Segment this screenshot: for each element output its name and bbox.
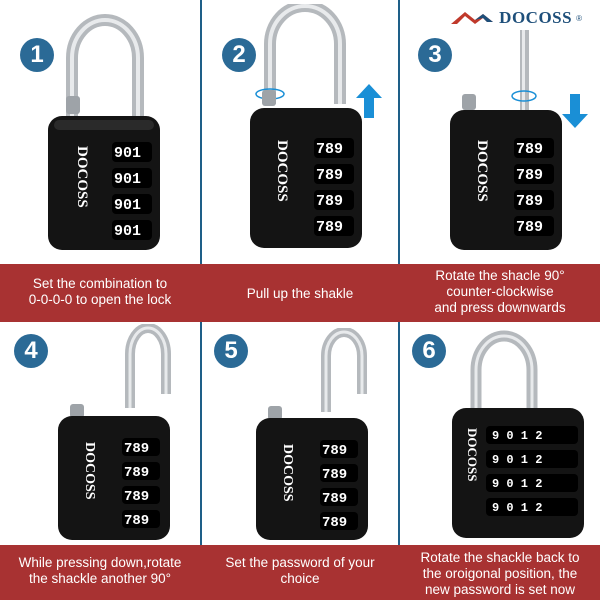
svg-text:901: 901 [114,171,141,188]
svg-text:9 0 1 2: 9 0 1 2 [492,501,542,515]
svg-text:901: 901 [114,223,141,240]
svg-text:789: 789 [316,219,343,236]
padlock-open-icon: DOCOSS 789 789 789 789 [256,328,368,540]
svg-text:789: 789 [316,167,343,184]
svg-text:901: 901 [114,145,141,162]
padlock-closed-icon: DOCOSS 901 901 901 901 [48,14,160,250]
svg-text:789: 789 [124,441,149,457]
svg-text:789: 789 [516,167,543,184]
svg-text:789: 789 [516,141,543,158]
svg-text:789: 789 [322,515,347,531]
padlock-closed-icon: DOCOSS 9 0 1 2 9 0 1 2 9 0 1 2 9 0 1 2 [452,330,584,538]
step-caption: Rotate the shackle back to the oroigonal… [420,550,580,597]
registered-mark: ® [576,13,582,23]
lock-brand-text: DOCOSS [74,146,90,208]
svg-text:DOCOSS: DOCOSS [280,444,295,502]
caption-bar [0,264,600,322]
svg-text:9 0 1 2: 9 0 1 2 [492,453,542,467]
svg-text:DOCOSS: DOCOSS [82,442,97,500]
padlock-rotated-icon: DOCOSS 789 789 789 789 [450,30,562,250]
step-caption: Pull up the shakle [246,286,354,301]
svg-text:9 0 1 2: 9 0 1 2 [492,429,542,443]
svg-text:789: 789 [316,141,343,158]
svg-text:DOCOSS: DOCOSS [474,140,490,202]
svg-text:DOCOSS: DOCOSS [274,140,290,202]
svg-text:901: 901 [114,197,141,214]
house-roof-icon [451,12,494,24]
svg-text:789: 789 [516,219,543,236]
step-caption: Set the combination to 0-0-0-0 to open t… [28,276,172,307]
svg-text:789: 789 [322,467,347,483]
brand-name: DOCOSS [499,8,573,27]
svg-text:DOCOSS: DOCOSS [465,428,480,481]
svg-text:9 0 1 2: 9 0 1 2 [492,477,542,491]
padlock-shackle-up-icon: DOCOSS 789 789 789 789 [250,4,362,248]
arrow-up-icon [356,84,382,118]
svg-text:789: 789 [124,489,149,505]
step-number-badge: 5 [214,334,248,368]
step-caption: Set the password of your choice [225,555,375,586]
caption-bar [0,545,600,600]
arrow-down-icon [562,94,588,128]
step-number-badge: 6 [412,334,446,368]
step-number-badge: 3 [418,38,452,72]
step-number-badge: 4 [14,334,48,368]
padlock-open-icon: DOCOSS 789 789 789 789 [58,324,171,540]
step-number-badge: 2 [222,38,256,72]
svg-text:789: 789 [124,513,149,529]
step-caption: Rotate the shacle 90° counter-clockwise … [434,268,566,315]
svg-text:789: 789 [322,491,347,507]
svg-text:789: 789 [316,193,343,210]
svg-text:789: 789 [322,443,347,459]
step-caption: While pressing down,rotate the shackle a… [18,555,182,586]
svg-text:789: 789 [124,465,149,481]
step-number-badge: 1 [20,38,54,72]
svg-text:789: 789 [516,193,543,210]
brand-logo: DOCOSS® [449,8,582,28]
